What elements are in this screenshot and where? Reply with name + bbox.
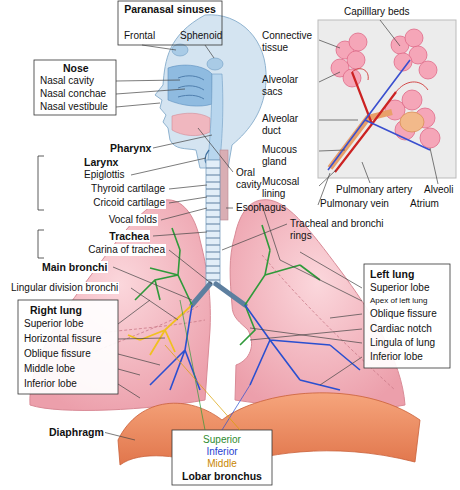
inferior-bronchi [150,305,360,390]
nasal-conchae [178,76,204,99]
part-label: Alveoli [424,184,453,196]
part-label: Middle lobe [24,363,75,375]
group-heading: Main bronchi [41,261,108,273]
oral-cavity [172,113,210,135]
part-label: Sphenoid [180,30,222,42]
group-heading: Larynx [84,156,118,168]
part-label: Nasal conchae [40,88,106,100]
tracheal-rings [206,168,220,280]
sphenoid-sinus [207,58,223,70]
part-label: Alveolar sacs [262,74,316,98]
part-label: Inferior lobe [24,378,77,390]
part-label: Inferior [206,446,237,458]
part-label: Nasal vestibule [40,101,108,113]
part-label: Atrium [410,198,439,210]
atrium [400,112,424,132]
part-label: Middle [207,458,236,470]
part-label: Cardiac notch [370,323,432,335]
part-label: Superior [203,434,241,446]
part-label: Capilllary beds [344,6,410,18]
group-heading: Right lung [30,304,82,316]
trachea [206,160,220,285]
part-label: Oblique fissure [24,348,91,360]
part-label: Carina of trachea [87,244,166,256]
part-label: Pulmonary vein [320,198,389,210]
capillary-net [352,69,428,92]
group-heading: Nose [63,62,89,74]
pulmonary-vein [328,60,430,170]
part-label: Connective tissue [262,30,316,54]
group-heading: Paranasal sinuses [124,3,216,15]
part-label: Superior lobe [370,282,429,294]
part-label: Mucosal lining [262,176,316,200]
group-heading: Diaphragm [48,426,105,438]
group-heading: Lobar bronchus [182,470,262,482]
group-heading: Left lung [370,268,414,280]
group-heading: Trachea [108,230,150,242]
part-label: Thyroid cartilage [90,183,166,195]
part-label: Mucous gland [262,144,316,168]
part-label: Tracheal and bronchi rings [290,218,394,242]
superior-bronchi [135,225,320,345]
head-outline [155,15,266,168]
left-lung-box [364,264,450,368]
part-label: Lingula of lung [370,337,435,349]
part-label: Nasal cavity [40,75,94,87]
part-label: Oral cavity [236,167,270,191]
pulmonary-artery [335,72,396,172]
part-label: Inferior lobe [370,351,423,363]
group-heading: Pharynx [110,142,151,154]
alveoli-inset [318,20,456,178]
part-label: Epiglottis [84,169,125,181]
part-label: Apex of left lung [370,296,427,306]
part-label: Frontal [124,30,155,42]
lobar-bronchus-box [172,430,272,485]
part-label: Oblique fissure [370,308,437,320]
part-label: Horizontal fissure [24,333,101,345]
part-label: Esophagus [236,202,286,214]
part-label: Vocal folds [108,214,158,226]
leader-lines [103,20,438,440]
part-label: Alveolar duct [262,113,316,137]
part-label: Lingular division bronchi [10,282,119,294]
part-label: Cricoid cartilage [92,197,166,209]
nasal-cavity [168,65,212,106]
pharynx [208,74,223,160]
part-label: Pulmonary artery [336,184,412,196]
label-brackets [34,1,222,258]
main-bronchi [192,284,245,305]
right-lung-box [18,300,118,394]
part-label: Superior lobe [24,318,83,330]
